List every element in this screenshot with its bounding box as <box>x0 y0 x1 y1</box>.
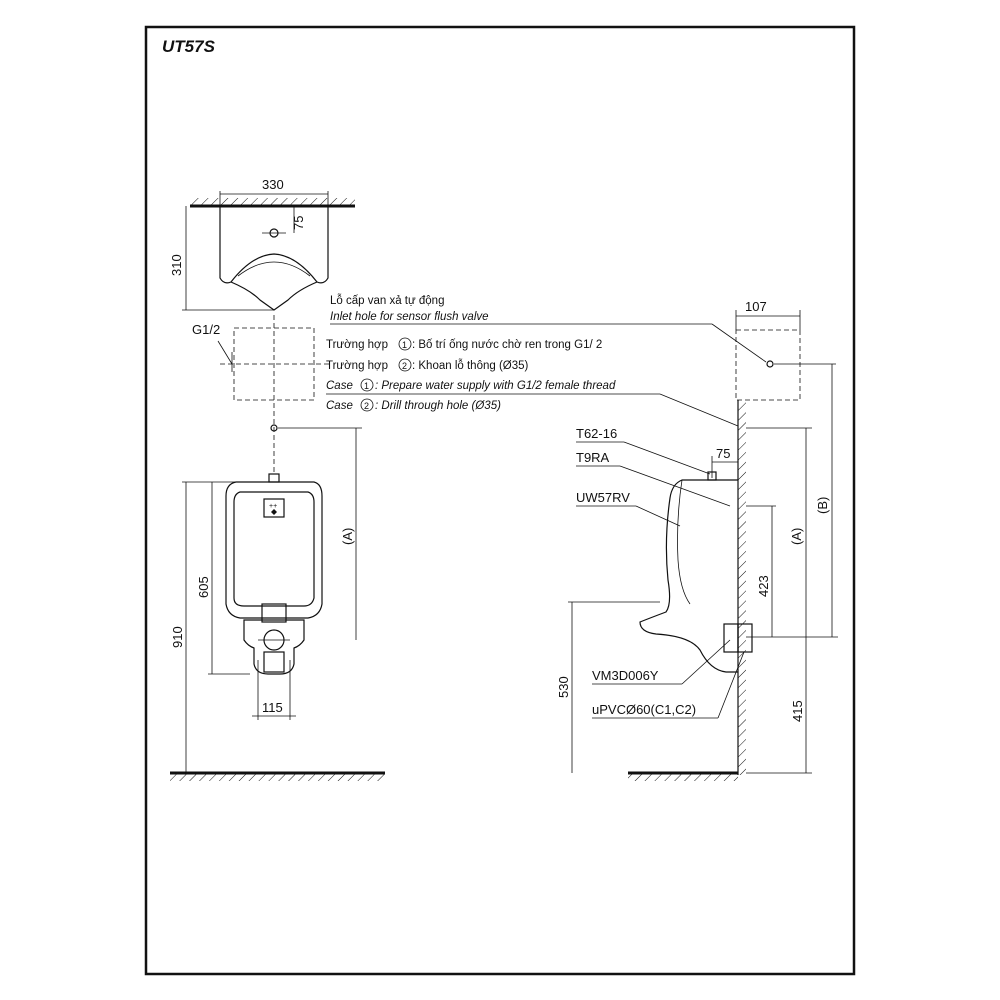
case1-en-text: : Prepare water supply with G1/2 female … <box>375 380 616 392</box>
notes-block: Lỗ cấp van xả tự động Inlet hole for sen… <box>326 294 767 427</box>
outlet-width-dim: 115 <box>262 700 283 715</box>
case1-vi-number: 1 <box>402 340 407 350</box>
outlet-section-dim: 423 <box>756 575 771 597</box>
svg-text:++: ++ <box>269 503 277 510</box>
side-a-dim: (A) <box>789 528 804 545</box>
plan-hole-offset-dim: 75 <box>291 216 306 230</box>
case1-vi-prefix: Trường hợp <box>326 339 388 351</box>
inlet-note-vi: Lỗ cấp van xả tự động <box>330 294 444 307</box>
top-box-width-dim: 107 <box>745 299 767 314</box>
front-view: G1/2 (A) 910 605 ++ <box>170 315 385 781</box>
floor-to-lip-dim: 530 <box>556 676 571 698</box>
part-label-5: uPVCØ60(C1,C2) <box>592 702 696 717</box>
drawing-frame <box>144 25 856 976</box>
inlet-note-en: Inlet hole for sensor flush valve <box>330 311 489 323</box>
side-b-dim: (B) <box>815 497 830 514</box>
part-label-2: T9RA <box>576 450 610 465</box>
supply-thread-label: G1/2 <box>192 322 220 337</box>
case2-en-number: 2 <box>364 401 369 411</box>
case1-en-number: 1 <box>364 381 369 391</box>
body-height-dim: 605 <box>196 576 211 598</box>
case2-en-text: : Drill through hole (Ø35) <box>375 400 501 412</box>
side-view: 107 (A) (B) 415 423 75 <box>556 299 838 781</box>
valve-offset-dim: 75 <box>716 446 730 461</box>
case1-en-prefix: Case <box>326 380 353 392</box>
part-label-4: VM3D006Y <box>592 668 659 683</box>
case2-vi-prefix: Trường hợp <box>326 360 388 372</box>
model-title: UT57S <box>162 37 216 56</box>
case2-en-prefix: Case <box>326 400 353 412</box>
part-label-3: UW57RV <box>576 490 630 505</box>
case1-vi-text: : Bố trí ống nước chờ ren trong G1/ 2 <box>412 339 602 351</box>
plan-view: 330 75 310 <box>169 177 355 311</box>
case2-vi-text: : Khoan lỗ thông (Ø35) <box>412 359 529 372</box>
total-height-dim: 910 <box>170 626 185 648</box>
part-label-1: T62-16 <box>576 426 617 441</box>
front-a-dim: (A) <box>340 528 355 545</box>
plan-width-dim: 330 <box>262 177 284 192</box>
plan-depth-dim: 310 <box>169 254 184 276</box>
case2-vi-number: 2 <box>402 361 407 371</box>
floor-to-outlet-dim: 415 <box>790 700 805 722</box>
